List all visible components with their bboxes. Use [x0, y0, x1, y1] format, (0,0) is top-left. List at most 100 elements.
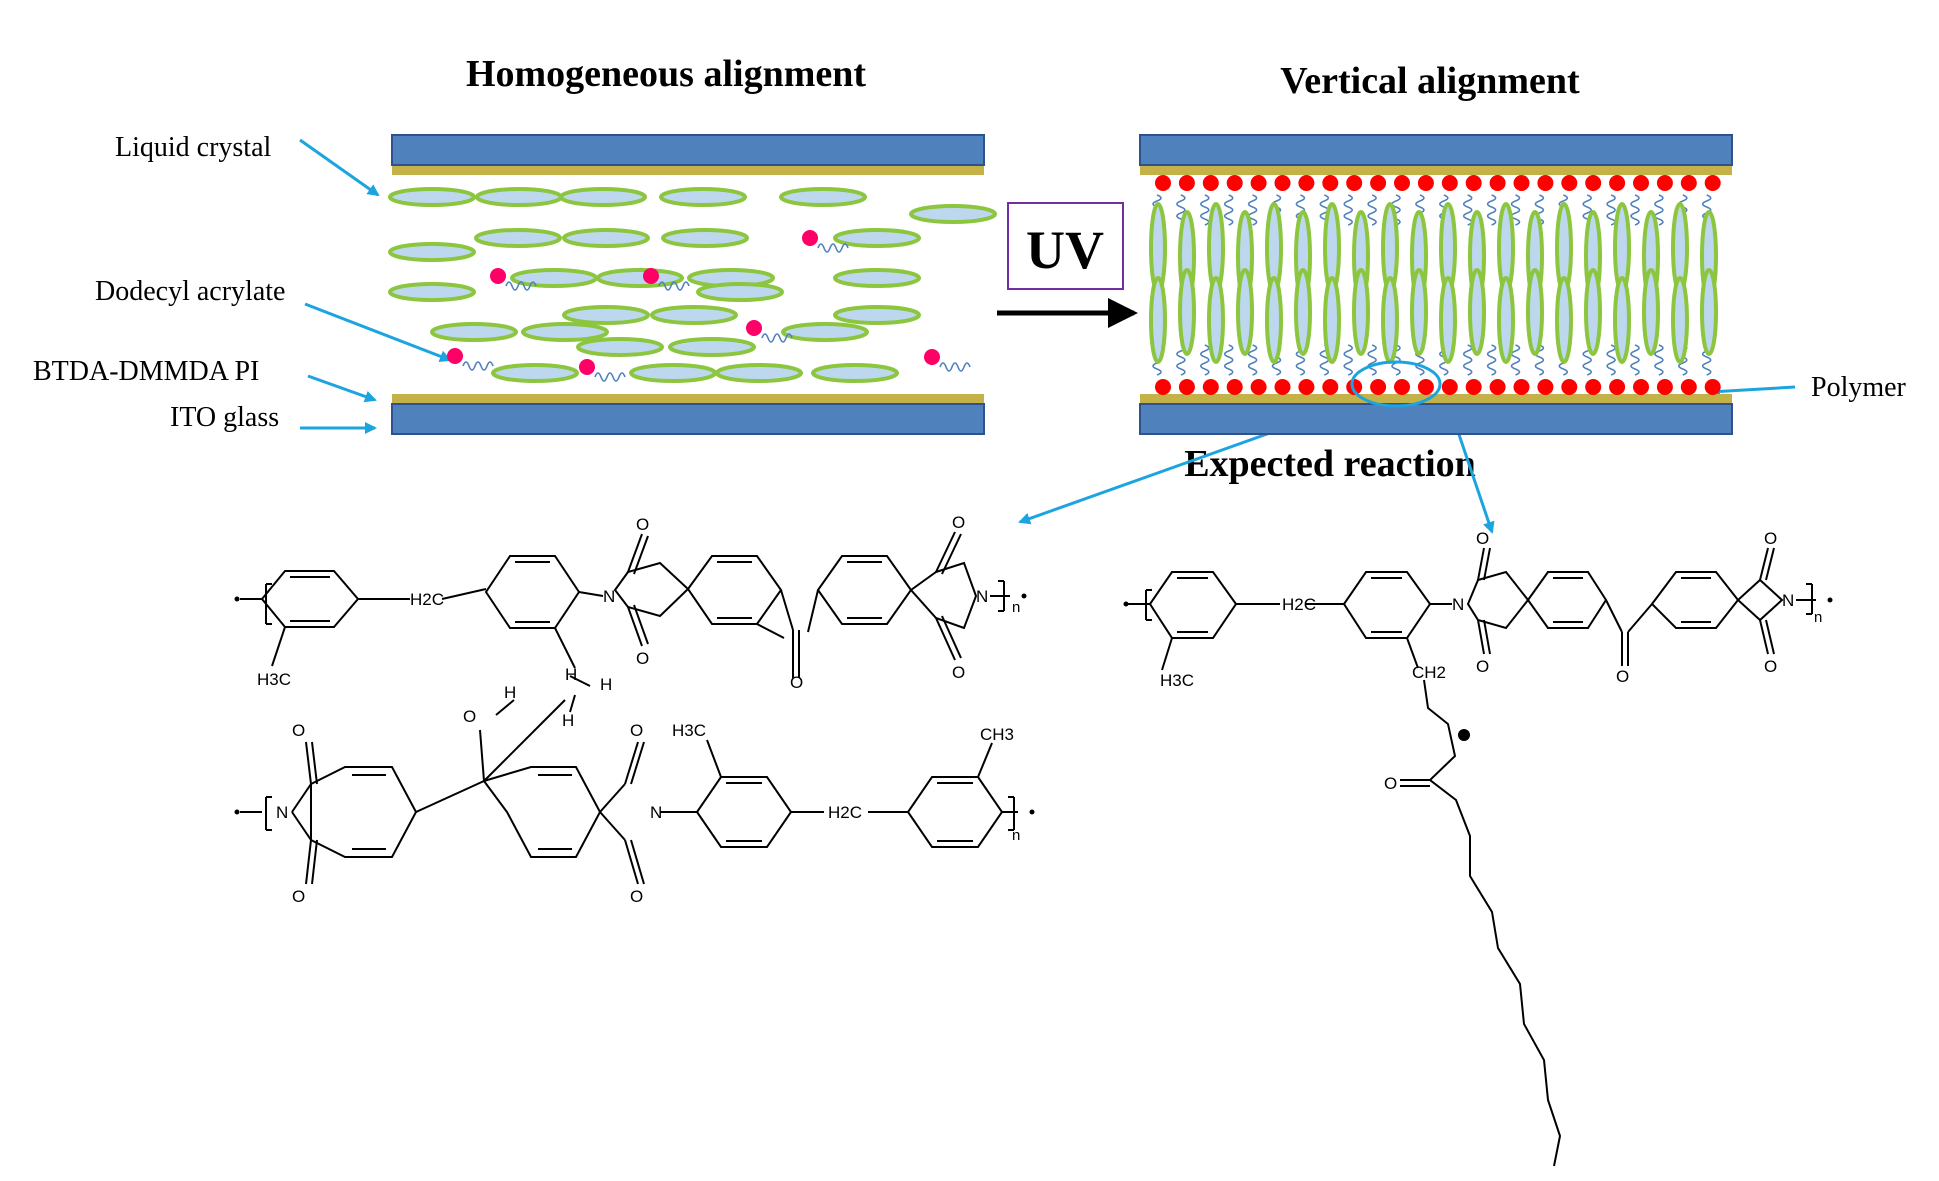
polymer-anchor — [1178, 175, 1195, 191]
polymer-label: Polymer — [1811, 372, 1907, 403]
polymer-anchor — [1226, 175, 1243, 191]
dodecyl-acrylate-molecule — [579, 359, 626, 382]
polymer-anchor — [1537, 379, 1554, 395]
polymer-anchor — [1656, 175, 1673, 191]
svg-text:O: O — [636, 649, 649, 668]
polymer-anchor — [1394, 379, 1410, 395]
svg-text:H2C: H2C — [410, 590, 444, 609]
dodecyl-acrylate-monomers — [447, 230, 971, 382]
polymer-anchor — [1585, 175, 1602, 191]
polymer-anchor — [1489, 379, 1506, 395]
svg-text:H: H — [504, 683, 516, 702]
lc-molecule — [559, 187, 647, 207]
polymer-anchor — [1633, 379, 1649, 395]
lc-molecule-vertical — [1352, 268, 1370, 356]
lc-molecule-vertical — [1468, 268, 1486, 356]
uv-label: UV — [1026, 220, 1104, 280]
polymer-anchor — [1585, 379, 1602, 395]
polymer-anchor — [1346, 175, 1363, 191]
lc-molecule — [475, 187, 563, 207]
svg-text:N: N — [650, 803, 662, 822]
svg-text:O: O — [292, 721, 305, 740]
polymer-anchor — [1417, 175, 1434, 191]
top-ito-glass — [391, 134, 985, 166]
svg-text:O: O — [463, 707, 476, 726]
lc-molecule-vertical — [1410, 268, 1428, 356]
lc-molecule-vertical — [1497, 276, 1515, 364]
dodecyl-acrylate-arrow — [304, 302, 452, 362]
lc-molecule — [696, 282, 784, 302]
uv-box — [1007, 202, 1124, 290]
bottom-ito-glass-right — [1139, 403, 1733, 435]
svg-text:O: O — [1764, 657, 1777, 676]
polymer-anchor — [1274, 175, 1291, 191]
dodecyl-acrylate-molecule — [802, 230, 849, 253]
vertical-cell — [1139, 134, 1733, 435]
svg-text:O: O — [1764, 529, 1777, 548]
polymer-anchor — [1298, 175, 1315, 191]
polymer-anchor — [1370, 175, 1387, 191]
lc-molecule-vertical — [1642, 268, 1660, 356]
side-chain — [1200, 194, 1210, 226]
polymer-anchor — [1609, 379, 1626, 395]
polymer-anchor — [1561, 379, 1578, 395]
top-pi-layer-right — [1140, 166, 1732, 175]
svg-text:H2C: H2C — [828, 803, 862, 822]
crosslink-bridge — [479, 627, 591, 782]
side-chain — [1630, 344, 1640, 376]
svg-text:O: O — [790, 673, 803, 692]
svg-text:CH3: CH3 — [980, 725, 1014, 744]
polymer-anchor — [1226, 379, 1243, 395]
side-chain — [1367, 194, 1377, 226]
svg-text:O: O — [1476, 657, 1489, 676]
side-chain — [1223, 194, 1234, 226]
polymer-anchor — [1609, 175, 1626, 191]
dodecyl-acrylate-molecule — [746, 320, 793, 343]
lc-molecule — [491, 363, 579, 383]
polymer-anchor — [1394, 175, 1410, 191]
polymer-anchor — [1346, 379, 1363, 395]
svg-text:O: O — [630, 721, 643, 740]
svg-text:N: N — [1452, 595, 1464, 614]
lc-molecule — [661, 228, 749, 248]
side-chain — [1606, 344, 1616, 376]
svg-text:O: O — [1616, 667, 1629, 686]
grafted-structure: H3C H2C N O O O O O N n CH2 O — [1123, 529, 1833, 1167]
lc-molecule — [833, 305, 921, 325]
bottom-pi-layer — [392, 394, 984, 403]
lc-molecule — [715, 363, 803, 383]
lc-molecule — [781, 322, 869, 342]
svg-text:N: N — [603, 587, 615, 606]
lc-molecule-vertical — [1207, 276, 1225, 364]
svg-text:n: n — [1814, 609, 1822, 626]
polymer-anchor — [1489, 175, 1506, 191]
polymer-anchor — [1513, 175, 1530, 191]
lc-molecule-vertical — [1294, 268, 1312, 356]
side-chain — [1462, 194, 1473, 226]
polymer-anchor — [1298, 379, 1315, 395]
polymer-anchor — [1155, 379, 1171, 395]
lc-molecule — [668, 337, 756, 357]
svg-text:H2C: H2C — [1282, 595, 1316, 614]
dodecyl-acrylate-label: Dodecyl acrylate — [95, 276, 285, 307]
side-chain — [1200, 344, 1210, 376]
polymer-anchor — [1656, 379, 1673, 395]
lc-molecule — [779, 187, 867, 207]
polymer-anchor — [1322, 379, 1339, 395]
polymer-anchor — [1322, 175, 1339, 191]
polymer-anchor — [1680, 175, 1697, 191]
lc-molecule-vertical — [1323, 276, 1341, 364]
side-chain — [1223, 344, 1234, 376]
lc-molecule — [388, 187, 476, 207]
dodecyl-acrylate-molecule — [924, 349, 971, 372]
homogeneous-title: Homogeneous alignment — [466, 53, 866, 95]
lc-molecules-horizontal — [388, 187, 997, 383]
polymer-anchor — [1441, 379, 1458, 395]
lc-molecule-vertical — [1584, 268, 1602, 356]
lc-molecule — [510, 268, 598, 288]
vertical-title: Vertical alignment — [1280, 60, 1580, 102]
lc-molecule — [650, 305, 738, 325]
svg-text:O: O — [292, 887, 305, 906]
side-chain — [1486, 194, 1497, 226]
lc-molecule-vertical — [1555, 276, 1573, 364]
